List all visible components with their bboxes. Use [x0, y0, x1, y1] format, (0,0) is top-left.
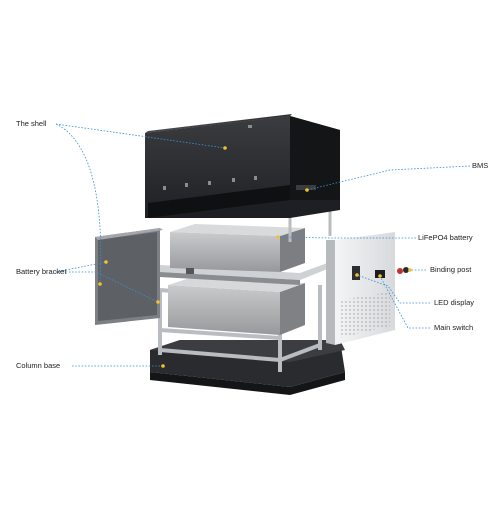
led-display-part: [352, 266, 360, 280]
lifepo4-battery-upper: [170, 224, 305, 274]
label-main-switch: Main switch: [434, 323, 474, 332]
leader-lines: [55, 123, 471, 367]
label-binding-post: Binding post: [430, 265, 472, 274]
label-bms: BMS: [472, 161, 489, 170]
front-panel: [326, 232, 409, 345]
bracket-shelf: [160, 262, 330, 285]
label-column-base: Column base: [16, 361, 61, 370]
lifepo4-battery-lower: [168, 277, 305, 335]
leader-dots: [98, 146, 412, 368]
label-battery-bracket: Battery bracket: [16, 267, 67, 276]
shell: [145, 114, 340, 218]
binding-post-red: [397, 268, 403, 274]
binding-post-black: [403, 267, 409, 273]
label-led-display: LED display: [434, 298, 475, 307]
label-lifepo4-battery: LiFePO4 battery: [418, 233, 473, 242]
main-switch-part: [375, 270, 385, 278]
bms-part: [296, 185, 316, 190]
side-door: [95, 228, 163, 325]
label-the-shell: The shell: [16, 119, 47, 128]
